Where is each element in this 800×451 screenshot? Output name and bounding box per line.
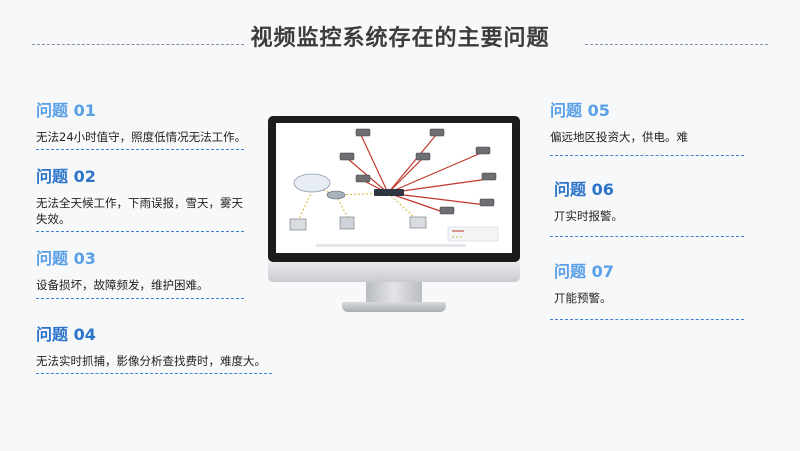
issue-07-text: 丌能预警。 [554,291,612,305]
issue-05-divider [550,155,744,156]
issue-04: 问题 04 无法实时抓捕，影像分析查找费时，难度大。 [36,321,286,369]
issue-01-text: 无法24小时值守，照度低情况无法工作。 [36,130,247,144]
computer-icon [289,216,427,231]
issue-04-divider [36,373,272,374]
issue-04-heading: 问题 04 [36,325,96,344]
title-row: 视频监控系统存在的主要问题 [0,0,800,70]
issue-07: 问题 07 丌能预警。 [554,258,754,306]
issue-02-text: 无法全天候工作，下雨误报，雪天，雾天失效。 [36,196,243,226]
title-divider-left [32,44,244,45]
issue-02-divider [36,231,244,232]
title-divider-right [585,44,768,45]
issue-01: 问题 01 无法24小时值守，照度低情况无法工作。 [36,97,266,145]
issue-03-text: 设备损坏，故障频发，维护困难。 [36,278,209,292]
issue-03: 问题 03 设备损坏，故障频发，维护困难。 [36,245,266,293]
camera-icon [339,128,497,215]
monitor-bezel [268,116,520,262]
monitor-stand [366,282,422,304]
issue-07-divider [550,319,744,320]
monitor-chin [268,262,520,282]
issue-04-text: 无法实时抓捕，影像分析查找费时，难度大。 [36,354,266,368]
issue-07-heading: 问题 07 [554,262,614,281]
monitor-icon [268,116,520,316]
network-diagram [276,123,512,253]
issue-01-heading: 问题 01 [36,101,96,120]
issue-01-divider [36,149,244,150]
issue-02-heading: 问题 02 [36,167,96,186]
issue-06: 问题 06 丌实时报警。 [554,176,754,224]
issue-05-text: 偏远地区投资大，供电。难 [550,130,688,144]
issue-05: 问题 05 偏远地区投资大，供电。难 [550,97,760,145]
cloud-icon [293,173,331,193]
switch-icon [374,189,404,196]
issue-03-divider [36,298,244,299]
page-title: 视频监控系统存在的主要问题 [250,26,550,51]
issue-06-heading: 问题 06 [554,180,614,199]
issue-03-heading: 问题 03 [36,249,96,268]
monitor-base [342,302,446,312]
issue-06-text: 丌实时报警。 [554,209,623,223]
issue-06-divider [550,236,744,237]
issue-02: 问题 02 无法全天候工作，下雨误报，雪天，雾天失效。 [36,163,250,227]
issue-05-heading: 问题 05 [550,101,610,120]
